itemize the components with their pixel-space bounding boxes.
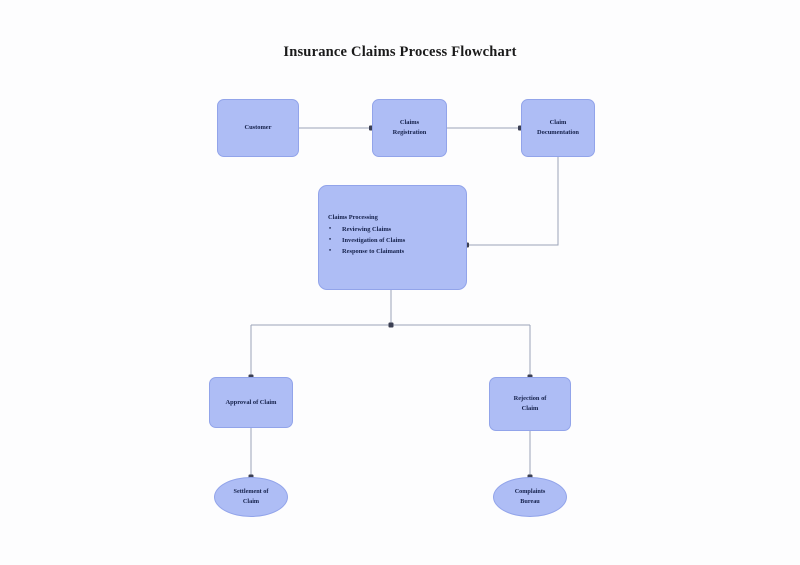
node-complaints-bureau[interactable]: Complaints Bureau xyxy=(493,477,567,517)
node-claim-documentation[interactable]: Claim Documentation xyxy=(521,99,595,157)
node-claims-registration-label: Claims Registration xyxy=(392,119,427,136)
bullet-icon: • xyxy=(329,247,332,254)
bullet-icon: • xyxy=(329,236,332,243)
node-settlement-of-claim[interactable]: Settlement of Claim xyxy=(214,477,288,517)
node-claim-documentation-label: Claim Documentation xyxy=(537,119,579,136)
list-item: • Investigation of Claims xyxy=(328,235,466,246)
node-settlement-of-claim-label: Settlement of Claim xyxy=(233,488,269,505)
list-item-label: Reviewing Claims xyxy=(342,225,392,233)
node-approval-of-claim[interactable]: Approval of Claim xyxy=(209,377,293,428)
node-rejection-of-claim-label: Rejection of Claim xyxy=(513,395,547,412)
edge-documentation-to-processing xyxy=(467,156,559,246)
claims-processing-list: • Reviewing Claims • Investigation of Cl… xyxy=(328,224,466,257)
node-complaints-bureau-label: Complaints Bureau xyxy=(514,488,546,505)
node-customer-label: Customer xyxy=(244,124,272,132)
node-claims-processing[interactable]: Claims Processing • Reviewing Claims • I… xyxy=(318,185,467,290)
arrowhead-bus xyxy=(388,322,394,328)
claims-processing-heading: Claims Processing xyxy=(328,214,378,221)
page-title: Insurance Claims Process Flowchart xyxy=(283,44,517,60)
list-item-label: Investigation of Claims xyxy=(342,236,406,244)
node-claims-registration[interactable]: Claims Registration xyxy=(372,99,447,157)
node-approval-of-claim-label: Approval of Claim xyxy=(225,398,277,406)
node-rejection-of-claim[interactable]: Rejection of Claim xyxy=(489,377,571,431)
list-item: • Response to Claimants xyxy=(328,246,466,257)
list-item: • Reviewing Claims xyxy=(328,224,466,235)
bullet-icon: • xyxy=(329,225,332,232)
node-customer[interactable]: Customer xyxy=(217,99,299,157)
list-item-label: Response to Claimants xyxy=(342,247,405,255)
